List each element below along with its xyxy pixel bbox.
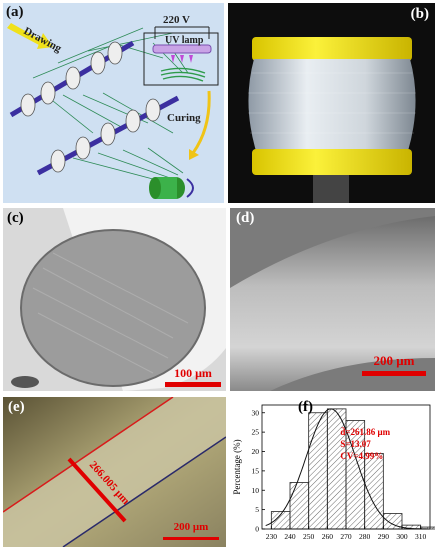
drawing-process-diagram: Drawing 220 V UV lamp Curing [7, 14, 219, 199]
curing-fibers [160, 67, 206, 82]
stats-line: CV=4.99% [340, 451, 383, 461]
uv-lamp-tube [152, 44, 212, 54]
panel-a-schematic: Drawing 220 V UV lamp Curing (a) [3, 3, 224, 203]
panel-c-label: (c) [7, 210, 24, 226]
fiber-edge-top [3, 397, 174, 513]
y-tick-label: 5 [255, 505, 259, 514]
histogram-bar [289, 482, 310, 530]
panel-d-label: (d) [236, 210, 255, 226]
voltage-label: 220 V [163, 14, 190, 26]
histogram-bar [308, 412, 328, 530]
uv-lamp-label: UV lamp [165, 35, 204, 46]
y-tick-label: 25 [252, 428, 260, 437]
scale-bar-e [163, 537, 219, 540]
top-roller-row [9, 40, 135, 118]
fiber-cross-section [20, 229, 206, 387]
chart-axes: 230 240 250 260 270 280 290 300 310 0 5 10 15 20 25 30 [252, 404, 431, 541]
x-tick-label: 250 [303, 532, 315, 541]
diameter-measure-line [67, 457, 127, 523]
scale-bar-label-d: 200 μm [373, 353, 415, 368]
panel-a-label: (a) [6, 4, 24, 20]
curing-label: Curing [167, 112, 201, 124]
x-tick-label: 300 [396, 532, 408, 541]
x-tick-label: 290 [378, 532, 390, 541]
x-tick-label: 270 [340, 532, 352, 541]
x-tick-label: 280 [359, 532, 371, 541]
curing-arrow [191, 90, 211, 154]
panel-c-sem-cross-section: (c) 100 μm [3, 208, 226, 391]
uv-lamp-box [143, 32, 219, 86]
x-tick-label: 230 [266, 532, 278, 541]
panel-e-optical-micrograph: 266.005 μm (e) 200 μm [3, 397, 226, 547]
x-tick-label: 240 [284, 532, 296, 541]
panel-d-sem-surface: (d) 200 μm [230, 208, 435, 391]
top-flange [252, 37, 412, 61]
y-axis-label: Percentage (%) [232, 439, 242, 494]
stats-line: S=13.07 [340, 439, 371, 449]
fiber-winding [248, 59, 416, 151]
y-tick-label: 30 [252, 408, 260, 417]
drawing-arrow [7, 23, 43, 45]
optical-micrograph-image: 266.005 μm [3, 397, 226, 547]
fiber-surface [230, 216, 435, 391]
fiber-body [3, 397, 226, 547]
scale-bar-c [165, 382, 221, 387]
panel-b-label: (b) [410, 6, 429, 22]
uv-emitters [171, 55, 193, 63]
y-tick-label: 10 [252, 486, 260, 495]
y-tick-label: 15 [252, 466, 260, 475]
y-tick-label: 20 [252, 447, 260, 456]
bottom-roller-row [36, 95, 180, 176]
fiber-edge-bottom [62, 436, 226, 547]
scale-bar-d [362, 371, 426, 376]
panel-f-label: (f) [298, 399, 313, 415]
bottom-flange [252, 149, 412, 175]
x-tick-label: 260 [322, 532, 334, 541]
drawing-label: Drawing [22, 25, 64, 55]
sem-surface-image [230, 208, 435, 391]
panel-e-label: (e) [8, 399, 25, 415]
sem-cross-section-image [3, 208, 226, 391]
normal-fit-curve [265, 408, 427, 530]
panel-b-photo: (b) [228, 3, 435, 203]
fiber-spool-photo [248, 37, 416, 203]
stats-line: d̄=261.86 μm [340, 427, 390, 437]
x-tick-label: 310 [415, 532, 427, 541]
scale-bar-label-e: 200 μm [173, 521, 209, 533]
scale-bar-label-c: 100 μm [174, 366, 212, 380]
y-tick-label: 0 [255, 525, 259, 534]
take-up-spool [149, 177, 194, 199]
